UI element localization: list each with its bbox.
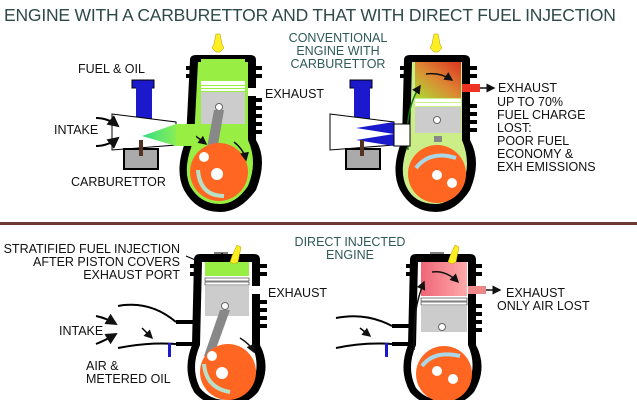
label-exhaust-bottom-right: EXHAUST [506,286,566,300]
heading-direct-injected-engine: DIRECT INJECTED ENGINE [290,236,410,262]
oil-injector [168,343,171,357]
exhaust-port-flow [462,84,480,92]
label-exhaust-bottom: EXHAUST [268,286,328,300]
heading-line: ENGINE WITH [296,44,380,58]
engine-carburettor-exhaust-stroke [329,33,496,212]
combustion-chamber [201,59,245,81]
note-line: FUEL CHARGE [497,108,586,122]
label-intake-bottom: INTAKE [59,324,104,338]
label-stratified-injection: STRATIFIED FUEL INJECTION AFTER PISTON C… [0,243,180,282]
note-line: EXH EMISSIONS [497,160,596,174]
heading-line: CONVENTIONAL [288,31,388,45]
heading-line: CARBURETTOR [290,57,386,71]
engine-direct-injection-exhaust [335,244,502,400]
stratified-line: STRATIFIED FUEL INJECTION [3,242,180,256]
section-divider [0,222,637,225]
combustion-chamber-burnt [415,62,461,98]
stratified-charge [205,262,249,276]
label-exhaust: EXHAUST [265,87,325,101]
heading-line: DIRECT INJECTED [294,235,406,249]
engine-direct-injection-fresh [95,244,268,400]
label-air-metered-oil: AIR & METERED OIL [86,360,171,386]
stratified-line: EXHAUST PORT [83,268,180,282]
note-line: UP TO 70% [497,95,564,109]
fuel-loss-note: UP TO 70% FUEL CHARGE LOST: POOR FUEL EC… [497,96,596,174]
note-line: LOST: [497,121,532,135]
label-carburettor: CARBURETTOR [71,175,166,189]
heading-line: ENGINE [326,248,374,262]
note-line: ECONOMY & [497,147,574,161]
heading-conventional-engine: CONVENTIONAL ENGINE WITH CARBURETTOR [272,32,404,71]
note-line: POOR FUEL [497,134,570,148]
label-fuel-oil: FUEL & OIL [78,62,145,76]
exhaust-port [248,88,264,96]
air-oil-line: AIR & [86,359,119,373]
label-exhaust-right: EXHAUST [498,81,558,95]
diagram-title: ENGINE WITH A CARBURETTOR AND THAT WITH … [4,5,616,25]
carburettor [95,79,196,170]
label-intake: INTAKE [54,123,99,137]
engine-carburettor-intake-stroke [179,33,264,212]
spark-plug [229,244,242,265]
air-only-chamber [421,262,467,296]
air-oil-line: METERED OIL [86,372,171,386]
piston [201,81,245,124]
label-only-air-lost: ONLY AIR LOST [497,299,590,313]
spark-plug [211,33,225,53]
stratified-line: AFTER PISTON COVERS [32,255,180,269]
